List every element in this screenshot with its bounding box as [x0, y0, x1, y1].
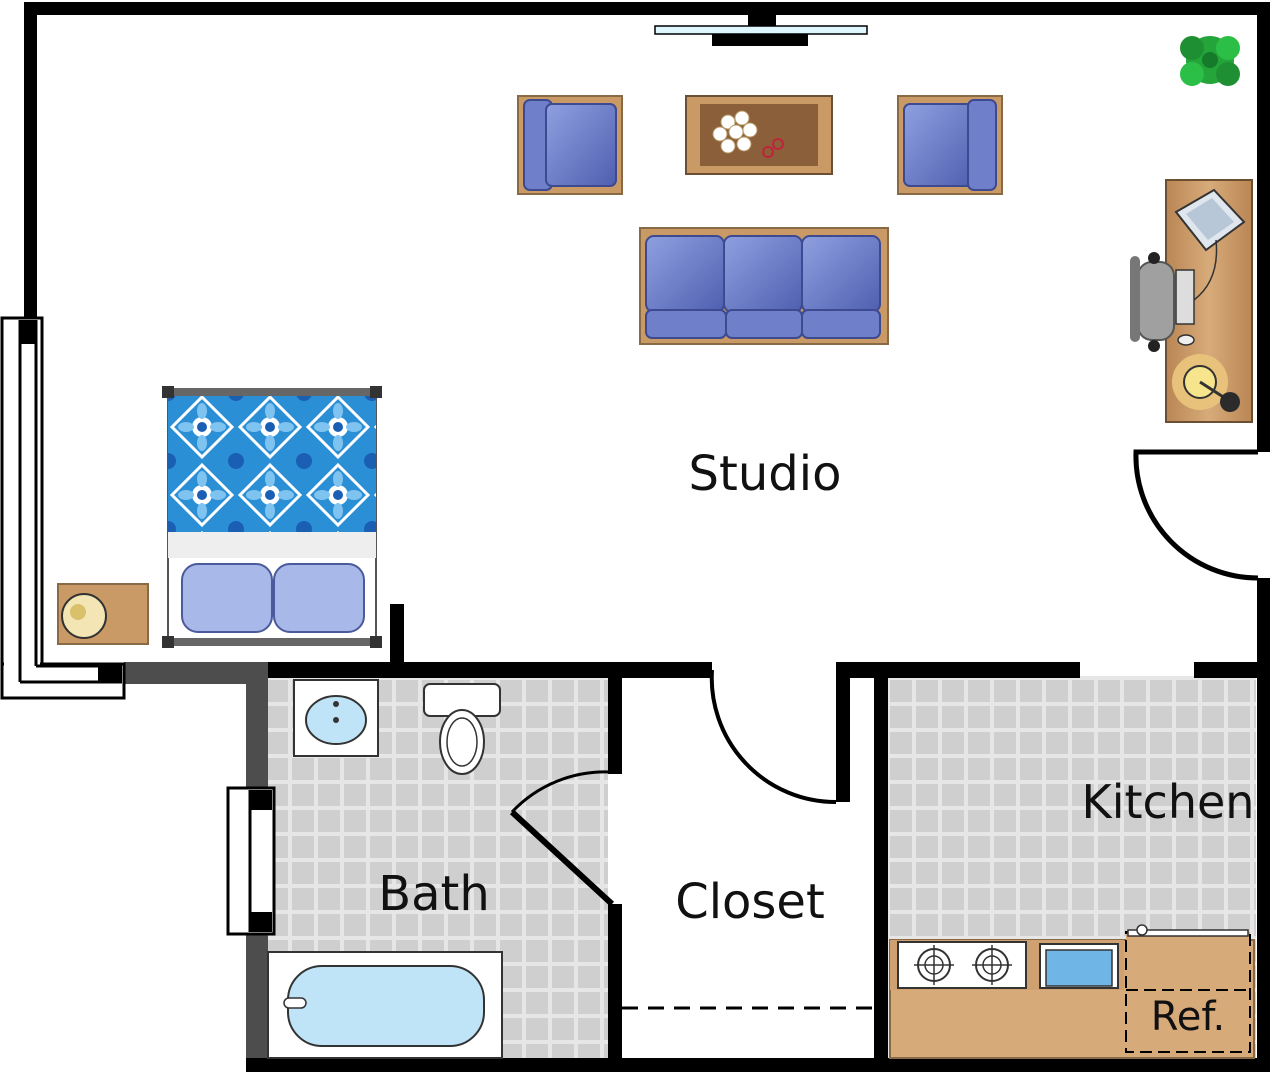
- studio-bottom-wall-right: [836, 662, 1080, 678]
- room-label-studio: Studio: [689, 446, 842, 502]
- bath-closet-wall-lower: [608, 904, 622, 1070]
- closet-right-wall: [874, 662, 888, 1070]
- left-wall-upper: [24, 2, 37, 320]
- studio-window: [0, 316, 126, 700]
- closet-door-jamb: [836, 662, 850, 802]
- studio-bottom-wall-left: [124, 662, 260, 684]
- armchair-right: [897, 95, 1003, 195]
- bath-closet-wall-upper: [608, 676, 622, 774]
- right-wall-lower: [1257, 578, 1270, 1070]
- entry-door[interactable]: [1133, 449, 1259, 581]
- sofa: [639, 227, 889, 345]
- stub-wall-near-bed: [390, 604, 404, 664]
- monitor-icon: [1174, 188, 1246, 252]
- kitchen-top-wall-right: [1194, 662, 1270, 678]
- bath-door[interactable]: [509, 770, 615, 907]
- bathroom-sink: [293, 679, 379, 757]
- desk: [1165, 179, 1253, 423]
- bathtub: [267, 951, 503, 1059]
- keyboard-icon: [1175, 269, 1195, 325]
- room-label-closet: Closet: [675, 874, 825, 930]
- kitchen-sink: [1039, 943, 1119, 989]
- toilet: [423, 683, 501, 775]
- mouse-icon: [1177, 334, 1195, 346]
- bed: [162, 386, 382, 648]
- nightstand: [57, 583, 149, 645]
- office-chair: [1130, 252, 1175, 352]
- lamp-icon: [1172, 354, 1240, 412]
- stove: [897, 941, 1027, 989]
- room-label-kitchen: Kitchen: [1082, 775, 1255, 829]
- plant-icon: [1180, 36, 1240, 86]
- closet-floor: [622, 676, 874, 1058]
- walls: [24, 2, 1270, 1072]
- right-wall-upper: [1257, 2, 1270, 452]
- tv: [654, 14, 868, 46]
- studio-bottom-wall-mid: [262, 662, 712, 678]
- bedspread: [168, 393, 376, 535]
- burner-icon: [914, 945, 954, 985]
- closet-door[interactable]: [709, 669, 837, 805]
- bath-window: [226, 786, 276, 936]
- flower-icon: [712, 110, 758, 154]
- room-label-bath: Bath: [378, 866, 490, 922]
- refrigerator-label: Ref.: [1151, 994, 1226, 1040]
- armchair-left: [517, 95, 623, 195]
- top-wall: [24, 2, 1270, 15]
- burner-icon: [972, 945, 1012, 985]
- bottom-wall: [246, 1058, 1270, 1072]
- coffee-table: [685, 95, 833, 175]
- refrigerator: [1125, 924, 1251, 1053]
